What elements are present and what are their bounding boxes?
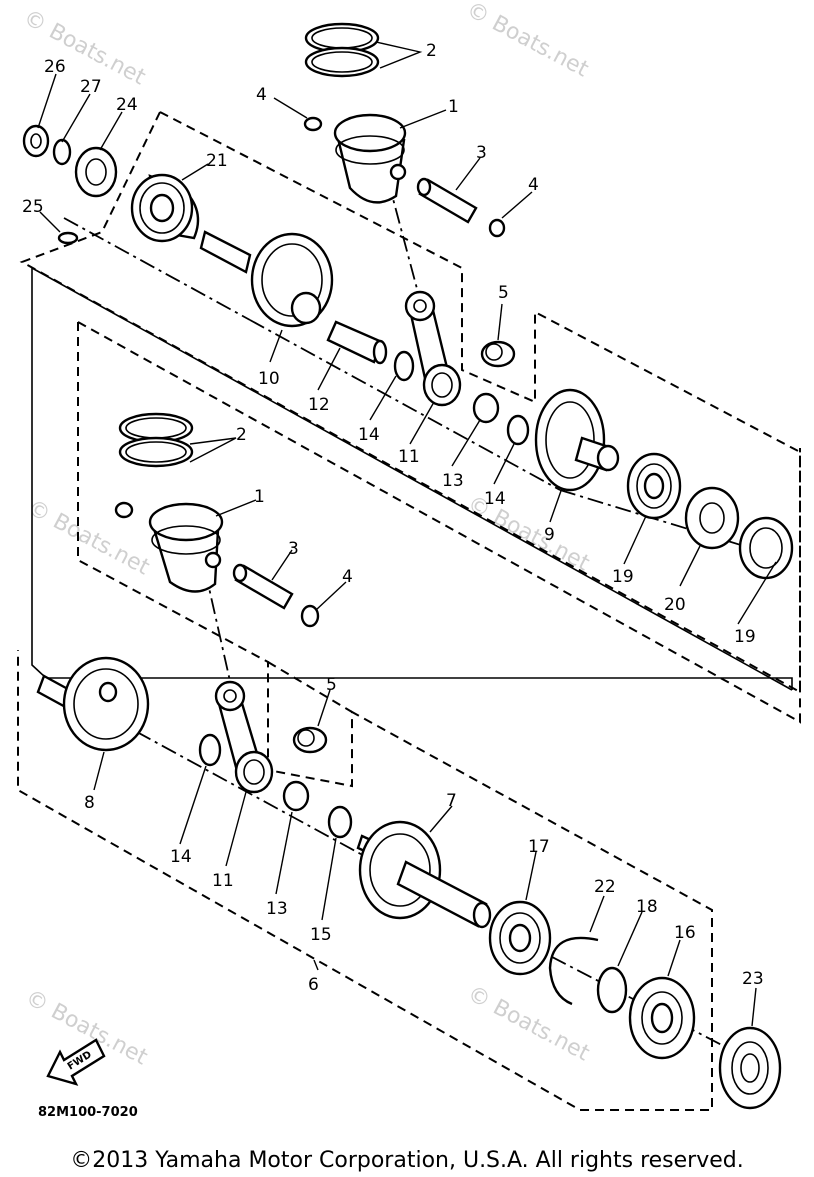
- forward-arrow-icon: FWD: [46, 1038, 106, 1086]
- upper-crank-group-outline: [19, 111, 801, 694]
- crank-half-7: [356, 820, 492, 929]
- small-end-bearing-lower: [292, 726, 328, 754]
- callout-12: 12: [308, 395, 330, 415]
- callout-24: 24: [116, 95, 138, 115]
- callout-19: 19: [612, 567, 634, 587]
- crank-half-9: [534, 388, 620, 492]
- lower-crank-group-outline: [77, 321, 801, 724]
- callout-13b: 13: [266, 899, 288, 919]
- callout-6: 6: [308, 975, 319, 995]
- callout-18: 18: [636, 897, 658, 917]
- crankshaft-assembly-outline-top: [31, 267, 793, 691]
- callout-4c: 4: [342, 567, 353, 587]
- main-bearing-19: [626, 452, 682, 520]
- callout-1: 1: [448, 97, 459, 117]
- callout-27: 27: [80, 77, 102, 97]
- callout-19b: 19: [734, 627, 756, 647]
- big-end-bearing-lower: [282, 780, 310, 812]
- thrust-washer-15: [327, 805, 353, 839]
- callout-14c: 14: [170, 847, 192, 867]
- main-bearing-19b: [738, 516, 794, 580]
- circlip-22: [548, 936, 599, 1006]
- oil-seal-23: [718, 1026, 782, 1110]
- piston-rings-upper: [304, 22, 380, 78]
- circlip: [114, 501, 134, 519]
- callout-3b: 3: [288, 539, 299, 559]
- copyright-notice: ©2013 Yamaha Motor Corporation, U.S.A. A…: [70, 1148, 744, 1173]
- circlip: [303, 116, 323, 132]
- callout-25: 25: [22, 197, 44, 217]
- main-bearing-17: [488, 900, 552, 976]
- callout-17: 17: [528, 837, 550, 857]
- callout-22: 22: [594, 877, 616, 897]
- callout-13: 13: [442, 471, 464, 491]
- lower-rod-group-outline: [267, 661, 353, 713]
- callout-16: 16: [674, 923, 696, 943]
- bearing-21: [130, 173, 200, 243]
- watermark: © Boats.net: [462, 0, 593, 82]
- leader-lines: [37, 41, 777, 1027]
- callout-23: 23: [742, 969, 764, 989]
- callout-10: 10: [258, 369, 280, 389]
- thrust-washer: [506, 414, 530, 446]
- callout-8: 8: [84, 793, 95, 813]
- big-end-bearing-upper: [472, 392, 500, 424]
- connecting-rod-upper: [404, 290, 462, 407]
- callout-9: 9: [544, 525, 555, 545]
- assembly-outlines: [17, 111, 801, 1111]
- circlip: [300, 604, 320, 628]
- woodruff-key: [57, 231, 79, 245]
- thrust-washer: [198, 733, 222, 767]
- watermark: © Boats.net: [463, 491, 594, 576]
- callout-20: 20: [664, 595, 686, 615]
- thrust-washer: [393, 350, 415, 382]
- callout-5: 5: [498, 283, 509, 303]
- callout-14b: 14: [484, 489, 506, 509]
- callout-2: 2: [426, 41, 437, 61]
- callout-26: 26: [44, 57, 66, 77]
- callout-labels: 26 27 24 2 4 1 21 3 4 25 5 10 12 14 11 1…: [22, 41, 764, 995]
- callout-15: 15: [310, 925, 332, 945]
- washer-18: [596, 966, 628, 1014]
- main-bearing-16: [628, 976, 696, 1060]
- nut-washer-seal-set: [22, 124, 118, 198]
- callout-4b: 4: [528, 175, 539, 195]
- circlip: [488, 218, 506, 238]
- piston-upper: [333, 113, 407, 204]
- callout-4: 4: [256, 85, 267, 105]
- callout-3: 3: [476, 143, 487, 163]
- piston-lower: [148, 502, 224, 593]
- callout-14: 14: [358, 425, 380, 445]
- crank-half-10: [199, 230, 334, 328]
- callout-21: 21: [206, 151, 228, 171]
- watermark: © Boats.net: [23, 495, 154, 580]
- piston-rings-lower: [118, 412, 194, 468]
- callout-2b: 2: [236, 425, 247, 445]
- labyrinth-seal-20: [684, 486, 740, 550]
- crank-half-8: [36, 656, 150, 752]
- callout-7: 7: [446, 791, 457, 811]
- callout-11: 11: [398, 447, 420, 467]
- callout-1b: 1: [254, 487, 265, 507]
- small-end-bearing-upper: [480, 340, 516, 368]
- connecting-rod-lower: [214, 680, 274, 794]
- callout-5b: 5: [326, 675, 337, 695]
- piston-pin-lower: [232, 563, 294, 610]
- crank-pin-12: [326, 320, 388, 365]
- callout-11b: 11: [212, 871, 234, 891]
- diagram-code: 82M100-7020: [38, 1105, 138, 1120]
- piston-pin-upper: [416, 177, 478, 224]
